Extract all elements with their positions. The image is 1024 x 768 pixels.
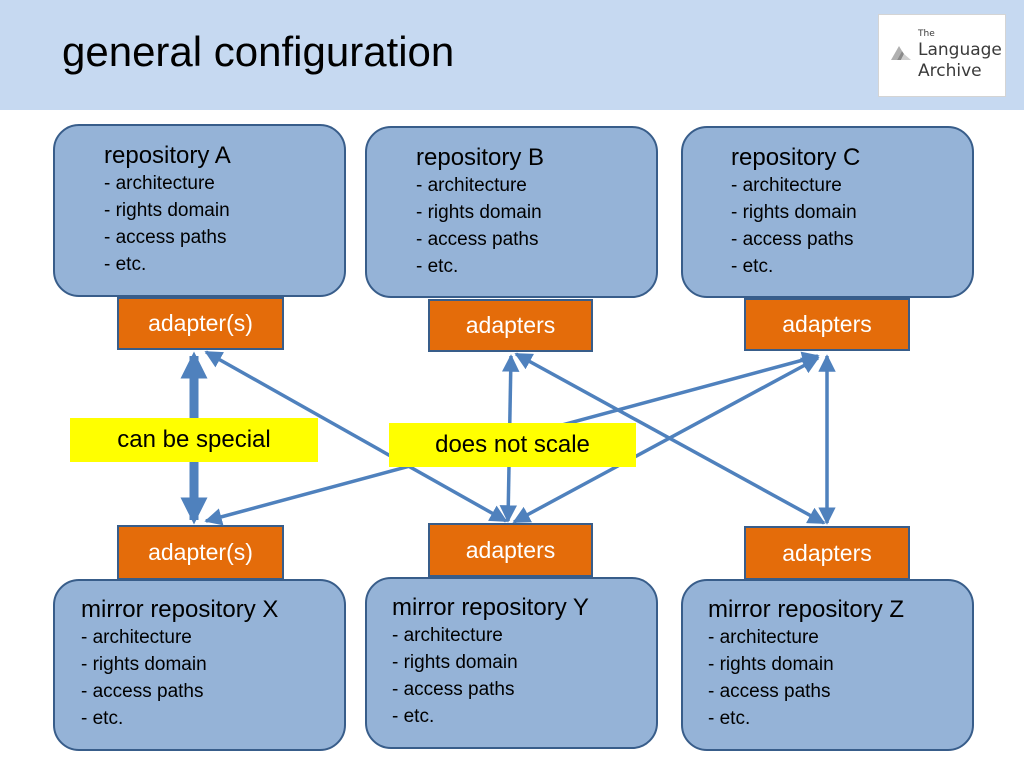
repository-a-box (53, 124, 346, 297)
note-does-not-scale: does not scale (389, 423, 636, 467)
repository-attribute: - architecture (708, 627, 819, 648)
repository-name: mirror repository Y (392, 594, 589, 621)
repository-attribute: - etc. (81, 708, 124, 729)
adapter-box-x: adapter(s) (117, 525, 284, 580)
repository-name: repository C (731, 144, 861, 171)
adapter-box-b: adapters (428, 299, 593, 352)
repository-attribute: - access paths (416, 229, 539, 250)
repository-attribute: - rights domain (104, 200, 230, 221)
repository-attribute: - etc. (392, 706, 435, 727)
repository-attribute: - etc. (731, 256, 774, 277)
repository-name: repository A (104, 142, 231, 169)
mirror-repository-y-box (365, 577, 658, 749)
page-title: general configuration (62, 28, 455, 75)
repository-attribute: - access paths (731, 229, 854, 250)
repository-attribute: - access paths (392, 679, 515, 700)
repository-c-text: repository C - architecture - rights dom… (731, 144, 860, 280)
header-band (0, 0, 1024, 110)
repository-attribute: - etc. (104, 254, 147, 275)
mirror-repository-z-box (681, 579, 974, 751)
mirror-repository-x-text: mirror repository X - architecture - rig… (81, 596, 278, 732)
arrow-c-to-y (512, 356, 820, 524)
repository-attribute: - access paths (81, 681, 204, 702)
repository-attribute: - rights domain (416, 202, 542, 223)
note-can-be-special: can be special (70, 418, 318, 462)
repository-c-box (681, 126, 974, 298)
repository-attribute: - rights domain (731, 202, 857, 223)
repository-b-text: repository B - architecture - rights dom… (416, 144, 544, 280)
repository-b-box (365, 126, 658, 298)
repository-attribute: - architecture (392, 625, 503, 646)
repository-attribute: - etc. (416, 256, 459, 277)
repository-attribute: - architecture (416, 175, 527, 196)
language-archive-logo: The Language Archive (878, 14, 1006, 97)
repository-attribute: - rights domain (81, 654, 207, 675)
adapter-box-z: adapters (744, 526, 910, 580)
mirror-repository-x-box (53, 579, 346, 751)
adapter-box-a: adapter(s) (117, 297, 284, 350)
mirror-repository-z-text: mirror repository Z - architecture - rig… (708, 596, 904, 732)
logo-text-archive: Archive (918, 61, 982, 81)
logo-text-the: The (918, 29, 935, 39)
repository-name: mirror repository Z (708, 596, 905, 623)
repository-attribute: - access paths (708, 681, 831, 702)
archive-logo-icon (891, 46, 911, 60)
repository-attribute: - etc. (708, 708, 751, 729)
repository-name: mirror repository X (81, 596, 279, 623)
repository-attribute: - access paths (104, 227, 227, 248)
repository-attribute: - architecture (81, 627, 192, 648)
repository-attribute: - rights domain (392, 652, 518, 673)
logo-text-language: Language (918, 40, 1002, 60)
repository-attribute: - architecture (731, 175, 842, 196)
mirror-repository-y-text: mirror repository Y - architecture - rig… (392, 594, 589, 730)
repository-attribute: - rights domain (708, 654, 834, 675)
repository-a-text: repository A - architecture - rights dom… (104, 142, 231, 278)
repository-name: repository B (416, 144, 545, 171)
repository-attribute: - architecture (104, 173, 215, 194)
adapter-box-c: adapters (744, 298, 910, 351)
